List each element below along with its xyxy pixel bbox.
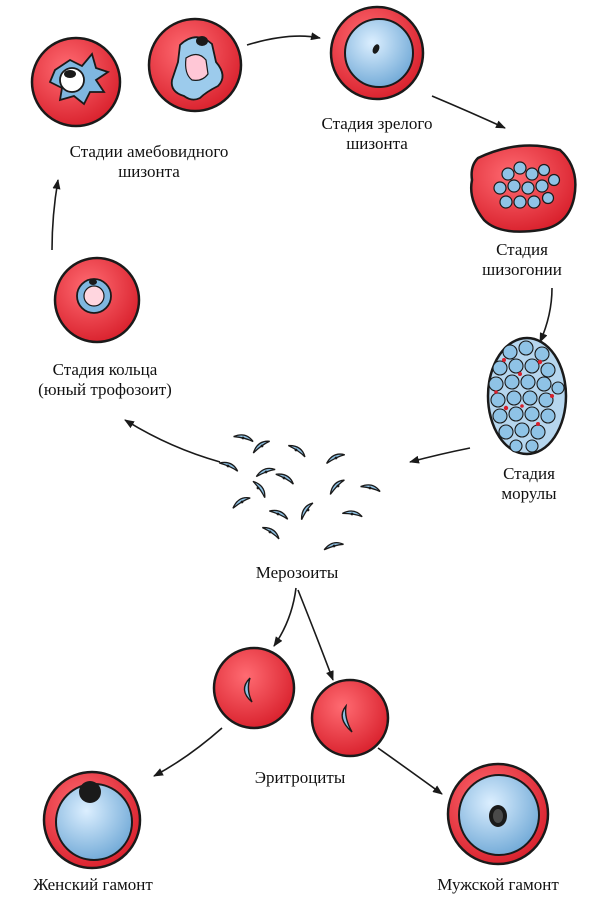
- merozoite: [255, 467, 276, 478]
- erythrocytes-label: Эритроциты: [254, 768, 346, 787]
- female-gamont-label: Женский гамонт: [33, 875, 153, 894]
- erythrocyte-icon: [212, 646, 390, 758]
- merozoite-nucleus: [282, 476, 286, 480]
- merozoites-label: Мерозоиты: [255, 563, 339, 582]
- merozoite: [269, 509, 289, 520]
- ring-trophozoite-icon: [53, 256, 141, 344]
- amoeboid-schizont-icon: [30, 17, 243, 128]
- merozoite: [323, 541, 344, 551]
- merozoite: [300, 502, 314, 520]
- morula-icon: [486, 336, 568, 456]
- merozoite-nucleus: [276, 512, 280, 516]
- merozoite-nucleus: [350, 512, 354, 516]
- arrow-schizogony-to-morula: [539, 287, 553, 343]
- arrow-ery-to-female: [153, 727, 223, 777]
- morula-label: Стадия морулы: [501, 464, 557, 503]
- merozoite-nucleus: [240, 500, 244, 504]
- merozoite-nucleus: [332, 544, 336, 548]
- merozoite-nucleus: [336, 484, 340, 488]
- mature-schizont-icon: [329, 5, 425, 101]
- merozoite-nucleus: [368, 486, 372, 490]
- merozoite-nucleus: [334, 456, 338, 460]
- male-gamont-label: Мужской гамонт: [437, 875, 559, 894]
- cycle-arrows: [51, 32, 553, 795]
- merozoite-nucleus: [256, 486, 260, 490]
- female-gamont-icon: [42, 770, 142, 870]
- merozoite-nucleus: [241, 436, 245, 440]
- schizogony-icon: [470, 144, 577, 233]
- merozoite-nucleus: [294, 448, 298, 452]
- arrow-amoeboid-to-mature: [246, 32, 321, 46]
- arrow-merozoites-to-ery-right: [297, 589, 334, 681]
- arrow-merozoites-to-ring: [124, 419, 221, 463]
- merozoite: [262, 526, 280, 540]
- merozoite-nucleus: [260, 444, 264, 448]
- merozoite: [252, 440, 270, 454]
- merozoite: [329, 479, 345, 495]
- arrow-ery-to-male: [377, 747, 443, 795]
- merozoite: [360, 484, 381, 493]
- merozoite: [326, 453, 345, 464]
- amoeboid-schizont-label: Стадии амебовидного шизонта: [69, 142, 229, 181]
- schizogony-label: Стадия шизогонии: [482, 240, 562, 279]
- merozoite-nucleus: [268, 530, 272, 534]
- male-gamont-icon: [446, 762, 550, 866]
- merozoite-icon: [219, 434, 381, 551]
- merozoite-nucleus: [306, 508, 310, 512]
- arrow-ring-to-amoeboid: [51, 179, 61, 251]
- mature-schizont-label: Стадия зрелого шизонта: [321, 114, 433, 153]
- arrow-mature-to-schizogony: [431, 95, 506, 129]
- arrow-morula-to-merozoites: [409, 447, 471, 464]
- merozoite: [232, 497, 251, 509]
- arrow-merozoites-to-ery-left: [273, 587, 297, 647]
- ring-stage-label: Стадия кольца (юный трофозоит): [38, 360, 172, 399]
- merozoite: [288, 444, 306, 458]
- merozoite-nucleus: [264, 470, 268, 474]
- merozoite: [233, 434, 254, 443]
- merozoite: [252, 480, 266, 498]
- merozoite: [275, 473, 294, 485]
- merozoite: [219, 461, 239, 472]
- merozoite-nucleus: [226, 464, 230, 468]
